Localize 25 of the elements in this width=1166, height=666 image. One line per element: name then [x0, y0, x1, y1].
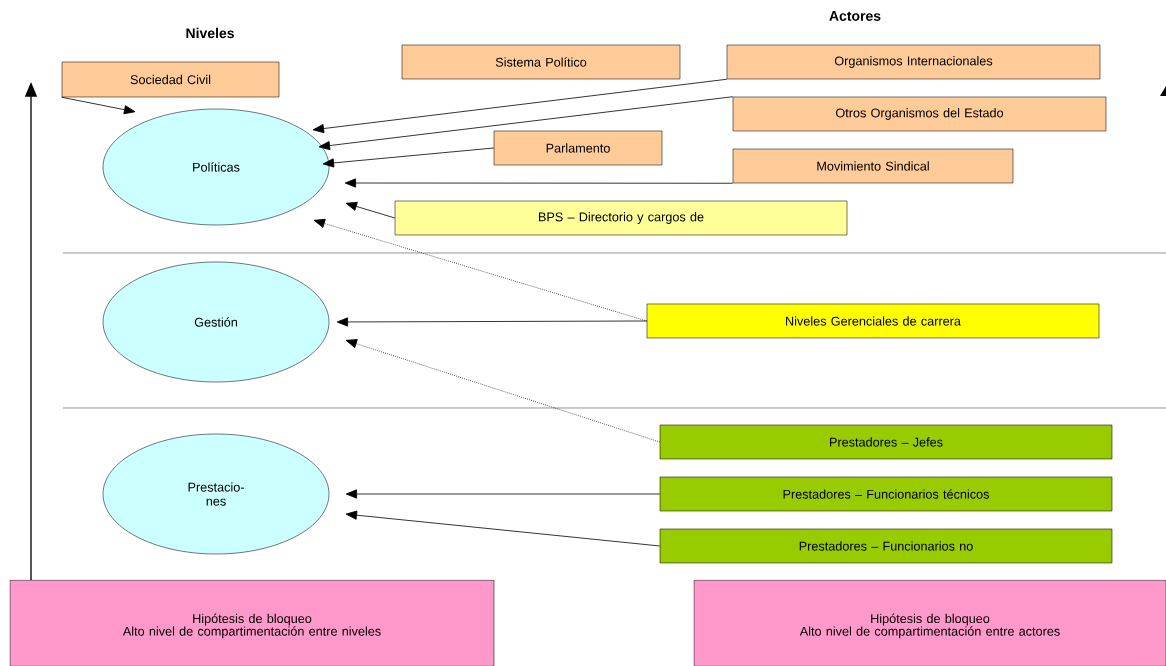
actor-box: Prestadores – Funcionarios técnicos: [659, 476, 1113, 512]
actor-box: Movimiento Sindical: [732, 148, 1014, 184]
actor-box: Sistema Político: [401, 44, 681, 80]
arrow: [318, 96, 734, 151]
arrow: [345, 489, 661, 499]
actor-box: Niveles Gerenciales de carrera: [646, 303, 1100, 339]
arrow: [344, 178, 734, 188]
actor-box: Otros Organismos del Estado: [732, 96, 1107, 132]
actor-box: Prestadores – Funcionarios no: [659, 528, 1113, 564]
arrow: [345, 510, 661, 547]
heading: Niveles: [186, 27, 234, 39]
hypothesis-box: Hipótesis de bloqueo Alto nivel de compartimentación entre actores: [693, 580, 1166, 666]
arrow: [345, 339, 661, 443]
actor-box: BPS – Directorio y cargos de: [394, 200, 848, 236]
heading: Actores: [829, 11, 881, 21]
actor-box: Prestadores – Jefes: [659, 424, 1113, 460]
arrow: [345, 201, 396, 219]
actor-box: Organismos Internacionales: [726, 44, 1101, 80]
arrow: [322, 147, 495, 168]
arrow: [312, 78, 728, 134]
actor-box: Parlamento: [493, 130, 663, 166]
hypothesis-box: Hipótesis de bloqueo Alto nivel de compartimentación entre niveles: [9, 580, 495, 666]
arrow: [336, 317, 648, 327]
arrow: [61, 96, 136, 115]
actor-box: Sociedad Civil: [61, 61, 280, 98]
